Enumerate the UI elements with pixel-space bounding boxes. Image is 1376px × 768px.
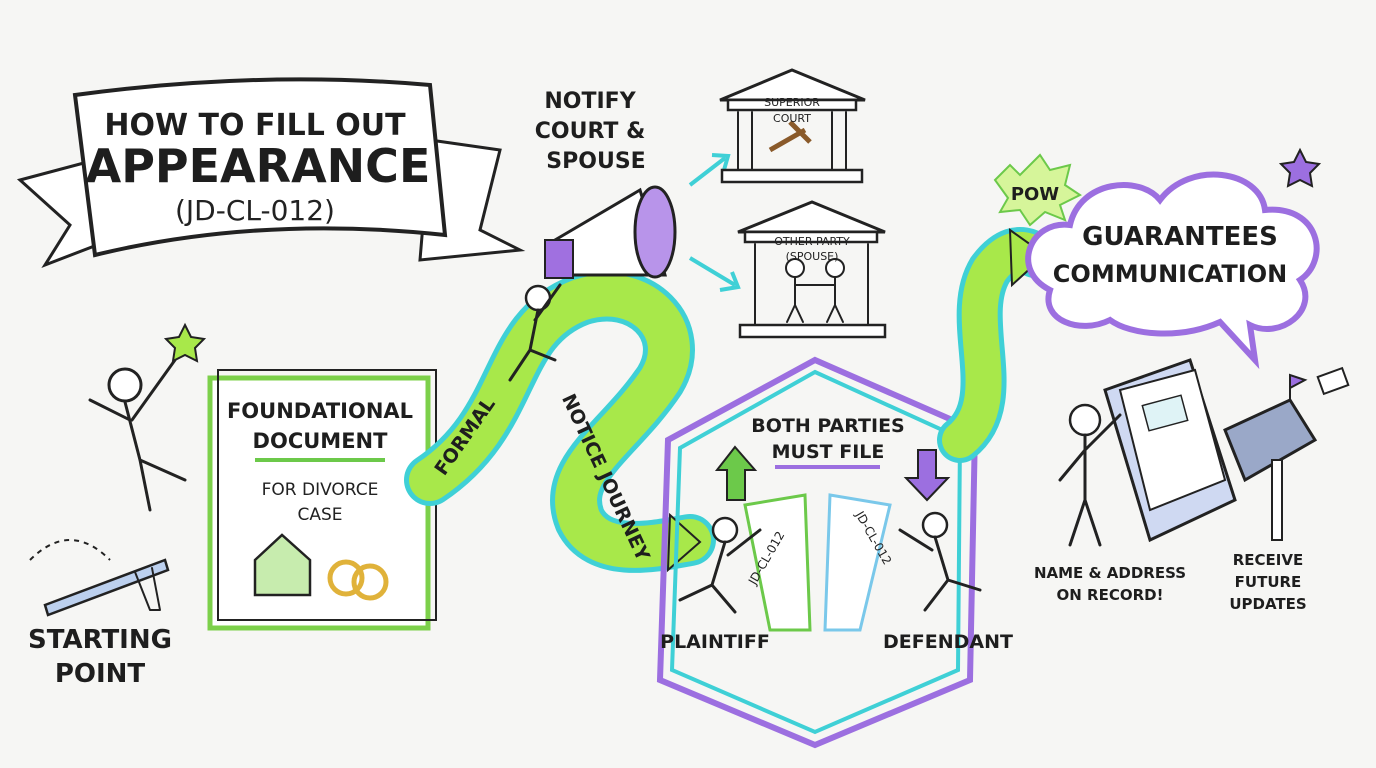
house-icon	[253, 533, 312, 597]
couple-icon	[786, 276, 844, 323]
start-line1: STARTING	[28, 625, 172, 655]
pow-label: POW	[1011, 184, 1059, 205]
other-party-line1: OTHER PARTY	[774, 235, 850, 248]
foundation-sub2: CASE	[297, 505, 342, 525]
pow-burst: POW	[993, 153, 1082, 227]
foundation-line1: FOUNDATIONAL	[227, 399, 413, 423]
notify-line2: COURT &	[535, 119, 646, 144]
start-line2: POINT	[55, 659, 146, 689]
person-figure	[1068, 403, 1102, 437]
arrow-to-court-icon	[688, 153, 731, 187]
springboard-figure	[29, 322, 207, 617]
speech-cloud: GUARANTEES COMMUNICATION	[1025, 171, 1320, 370]
guarantee-line1: GUARANTEES	[1082, 222, 1278, 252]
envelope-icon	[1316, 366, 1350, 396]
title-line1: HOW TO FILL OUT	[104, 108, 406, 143]
other-party-building: OTHER PARTY (SPOUSE)	[737, 200, 887, 339]
megaphone-icon	[508, 185, 677, 382]
both-line1: BOTH PARTIES	[751, 415, 904, 437]
record-line1: NAME & ADDRESS	[1034, 564, 1186, 582]
foundational-document-card: FOUNDATIONAL DOCUMENT FOR DIVORCE CASE	[207, 369, 437, 631]
title-line2: APPEARANCE	[86, 139, 431, 193]
up-arrow-icon	[714, 445, 758, 501]
title-line3: (JD-CL-012)	[175, 194, 335, 227]
updates-line1: RECEIVE	[1233, 551, 1304, 569]
both-parties-hexagon: BOTH PARTIES MUST FILE JD-CL-012 JD-CL-0…	[656, 356, 1013, 749]
form-right	[823, 493, 892, 632]
mailbox-icon	[1223, 366, 1350, 541]
plaintiff-label: PLAINTIFF	[660, 631, 770, 653]
foundation-sub1: FOR DIVORCE	[262, 480, 379, 500]
superior-court-building: SUPERIOR COURT	[719, 68, 866, 184]
court-line1: SUPERIOR	[764, 96, 820, 109]
notify-line3: SPOUSE	[546, 149, 645, 174]
address-book-icon	[1103, 358, 1237, 543]
defendant-label: DEFENDANT	[883, 631, 1013, 653]
star-icon	[1278, 147, 1322, 188]
court-line2: COURT	[773, 112, 811, 125]
arrow-to-spouse-icon	[688, 256, 741, 292]
wedding-rings-icon	[327, 559, 389, 601]
title-banner: HOW TO FILL OUT APPEARANCE (JD-CL-012)	[16, 77, 526, 269]
both-line2: MUST FILE	[772, 441, 885, 463]
updates-line3: UPDATES	[1229, 595, 1306, 613]
down-arrow-icon	[903, 449, 951, 502]
form-left	[743, 493, 812, 632]
updates-line2: FUTURE	[1235, 573, 1302, 591]
guarantee-line2: COMMUNICATION	[1053, 260, 1287, 288]
record-line2: ON RECORD!	[1057, 586, 1164, 604]
foundation-line2: DOCUMENT	[253, 429, 389, 453]
gavel-icon	[768, 120, 812, 153]
journey-ribbon: FORMAL NOTICE JOURNEY	[404, 269, 716, 573]
other-party-line2: (SPOUSE)	[786, 250, 839, 263]
notify-line1: NOTIFY	[544, 89, 636, 114]
